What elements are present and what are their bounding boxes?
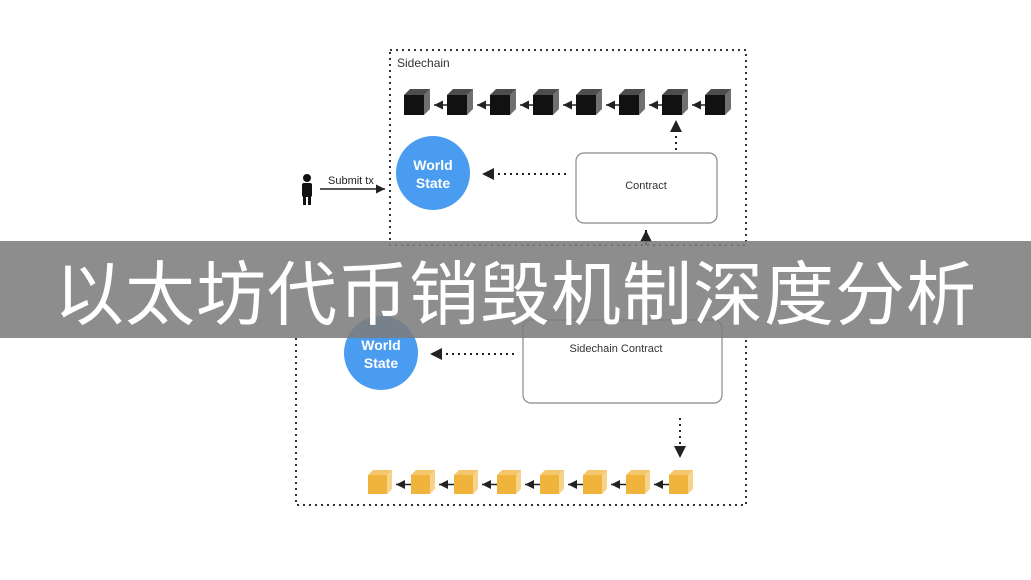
black-chain-block	[576, 89, 602, 115]
black-chain-block	[619, 89, 645, 115]
gold-chain-block	[540, 470, 564, 494]
world-state-top-line2: State	[416, 175, 450, 191]
sidechain-label: Sidechain	[397, 56, 450, 70]
submit-tx-label: Submit tx	[328, 175, 374, 187]
black-chain-block	[705, 89, 731, 115]
banner-title: 以太坊代币销毁机制深度分析	[54, 254, 977, 336]
sidechain-contract-label: Sidechain Contract	[570, 343, 663, 355]
contract-box	[575, 152, 718, 224]
black-block-chain	[404, 89, 731, 115]
title-banner: 以太坊代币销毁机制深度分析	[0, 241, 1031, 338]
gold-chain-block	[669, 470, 693, 494]
black-chain-block	[404, 89, 430, 115]
black-chain-block	[447, 89, 473, 115]
gold-chain-block	[454, 470, 478, 494]
gold-chain-block	[497, 470, 521, 494]
black-chain-block	[662, 89, 688, 115]
world-state-top-line1: World	[413, 157, 452, 173]
gold-chain-block	[626, 470, 650, 494]
gold-block-chain	[368, 470, 693, 494]
black-chain-block	[490, 89, 516, 115]
mainchain-boundary	[295, 338, 747, 506]
user-icon	[302, 174, 312, 205]
world-state-top	[396, 136, 470, 210]
gold-chain-block	[411, 470, 435, 494]
world-state-bottom-line1: World	[361, 337, 400, 353]
black-chain-block	[533, 89, 559, 115]
world-state-bottom-line2: State	[364, 355, 398, 371]
contract-label: Contract	[625, 180, 667, 192]
gold-chain-block	[583, 470, 607, 494]
gold-chain-block	[368, 470, 392, 494]
